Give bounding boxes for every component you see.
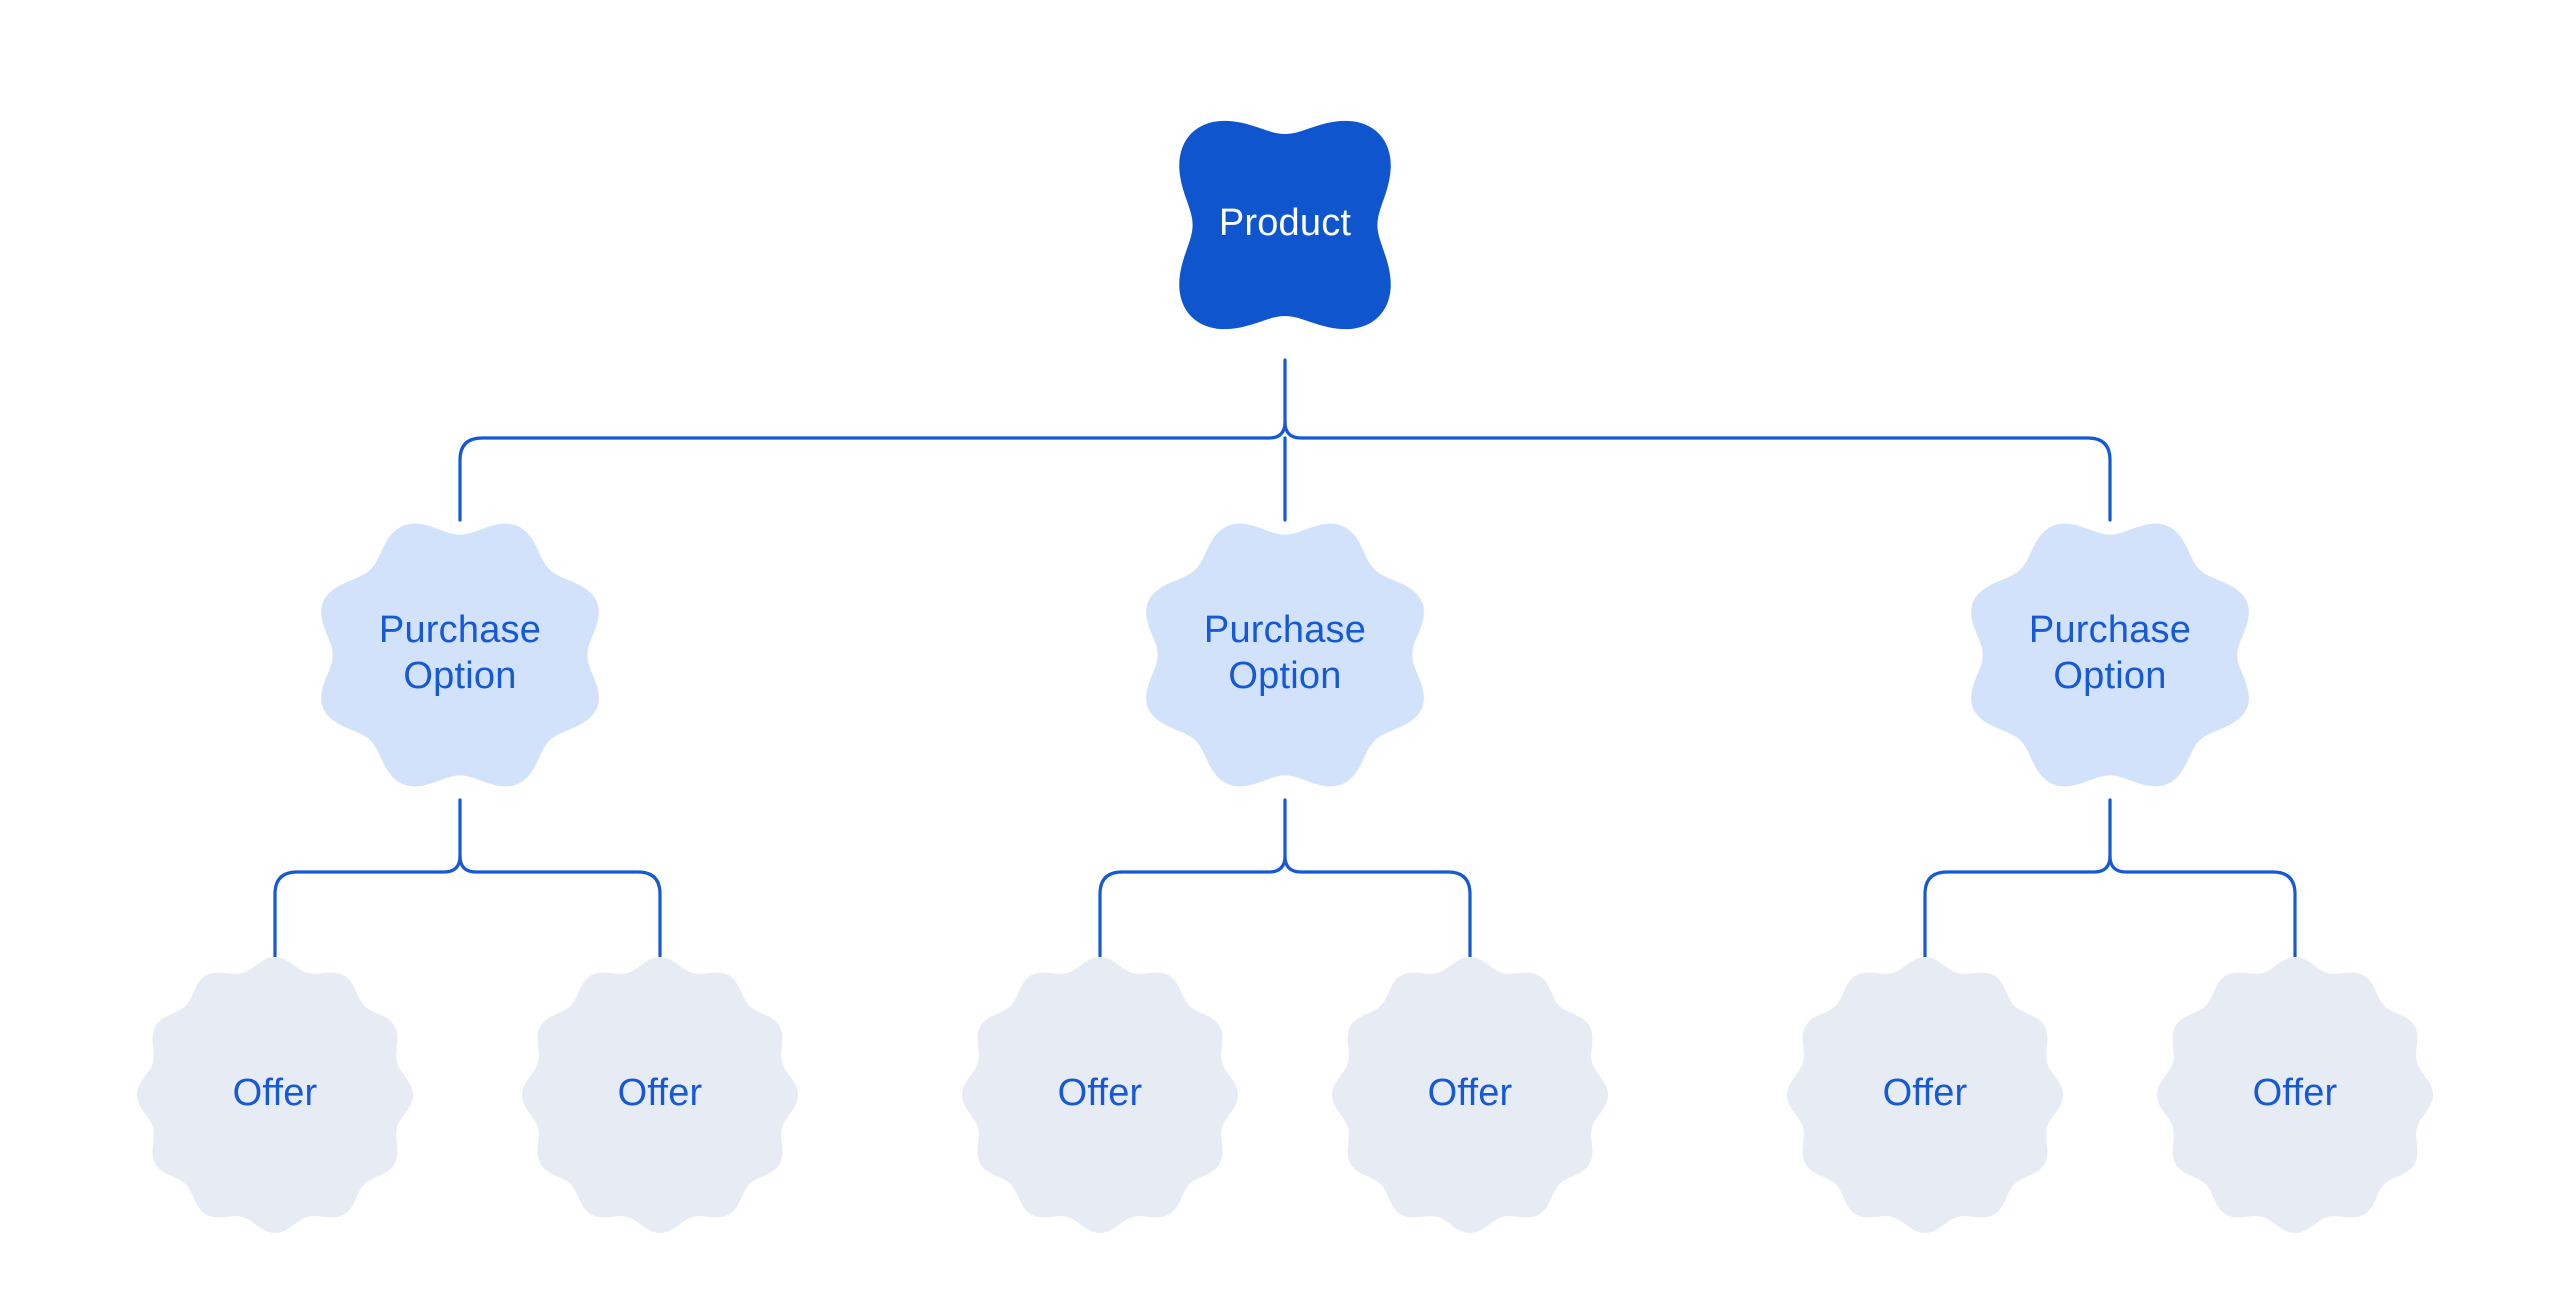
node-offer-3-shape — [962, 957, 1238, 1233]
node-offer-2[interactable]: Offer — [522, 957, 798, 1233]
node-product-shape — [1179, 120, 1391, 330]
node-offer-6[interactable]: Offer — [2157, 957, 2433, 1233]
node-purchase-option-2-label: Purchase — [1204, 609, 1366, 651]
connector-product-to-options-right-branch — [1283, 420, 2112, 522]
node-product-label: Product — [1219, 202, 1352, 244]
connector-option-3-to-offers-right-branch — [2108, 854, 2297, 962]
connectors-layer — [273, 358, 2297, 962]
node-purchase-option-3-label: Purchase — [2029, 609, 2191, 651]
node-purchase-option-3-label: Option — [2053, 655, 2166, 697]
connector-option-1-to-offers-right-branch — [458, 854, 662, 962]
node-purchase-option-1-label: Option — [403, 655, 516, 697]
node-purchase-option-1-shape — [321, 523, 599, 787]
node-offer-3[interactable]: Offer — [962, 957, 1238, 1233]
node-product[interactable]: Product — [1179, 120, 1391, 330]
node-offer-4[interactable]: Offer — [1332, 957, 1608, 1233]
node-offer-5[interactable]: Offer — [1787, 957, 2063, 1233]
node-offer-4-label: Offer — [1428, 1072, 1513, 1114]
node-offer-6-label: Offer — [2253, 1072, 2338, 1114]
node-purchase-option-2-label: Option — [1228, 655, 1341, 697]
node-offer-4-shape — [1332, 957, 1608, 1233]
node-offer-5-label: Offer — [1883, 1072, 1968, 1114]
node-offer-5-shape — [1787, 957, 2063, 1233]
connector-option-1-to-offers-left-branch — [273, 854, 462, 962]
connector-option-2-to-offers-left-branch — [1098, 854, 1287, 962]
node-purchase-option-1-label: Purchase — [379, 609, 541, 651]
node-offer-1-shape — [137, 957, 413, 1233]
connector-option-3-to-offers-left-branch — [1923, 854, 2112, 962]
node-offer-2-shape — [522, 957, 798, 1233]
node-offer-2-label: Offer — [618, 1072, 703, 1114]
node-offer-6-shape — [2157, 957, 2433, 1233]
node-offer-1[interactable]: Offer — [137, 957, 413, 1233]
node-offer-3-label: Offer — [1058, 1072, 1143, 1114]
connector-option-2-to-offers-right-branch — [1283, 854, 1472, 962]
node-purchase-option-2-shape — [1146, 523, 1424, 787]
node-purchase-option-3-shape — [1971, 523, 2249, 787]
node-offer-1-label: Offer — [233, 1072, 318, 1114]
connector-product-to-options-left-branch — [458, 420, 1287, 522]
